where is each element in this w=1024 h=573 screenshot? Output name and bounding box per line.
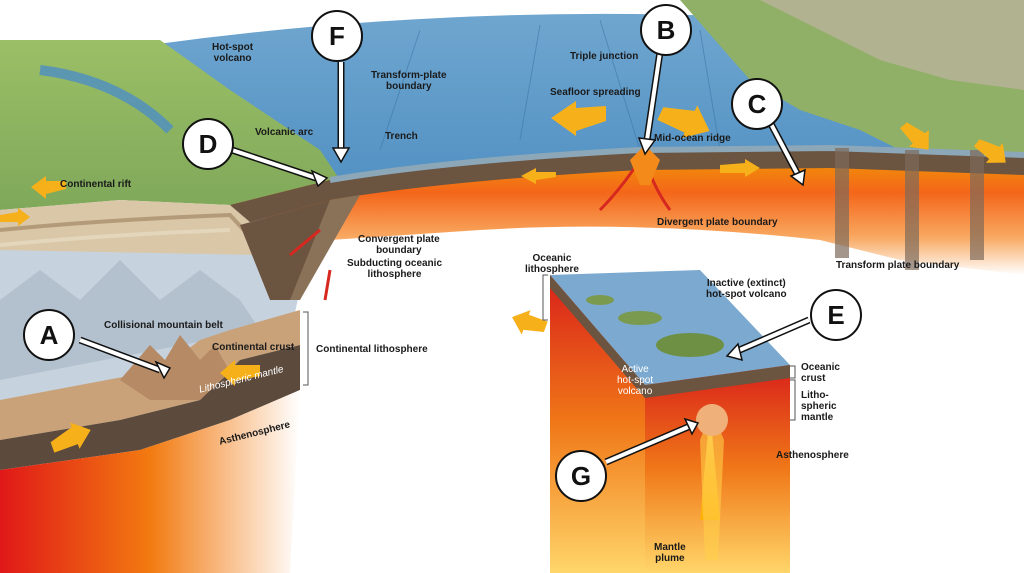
- marker-d: D: [182, 118, 234, 170]
- label-subducting-oceanic-lithosphere: Subducting oceanic lithosphere: [347, 258, 443, 280]
- label-convergent-plate-boundary: Convergent plate boundary: [358, 234, 440, 256]
- label-volcanic-arc: Volcanic arc: [255, 127, 314, 138]
- label-continental-rift: Continental rift: [60, 179, 132, 190]
- label-hotspot-volcano: Hot-spot volcano: [212, 42, 254, 64]
- label-inactive-hotspot-volcano: Inactive (extinct) hot-spot volcano: [706, 278, 787, 300]
- label-continental-crust: Continental crust: [212, 342, 295, 353]
- label-asthenosphere-right: Asthenosphere: [776, 450, 849, 461]
- marker-g: G: [555, 450, 607, 502]
- label-continental-lithosphere: Continental lithosphere: [316, 344, 428, 355]
- label-triple-junction: Triple junction: [570, 51, 639, 62]
- label-transform-plate-boundary: Transform plate boundary: [836, 260, 960, 271]
- label-mantle-plume: Mantle plume: [654, 542, 686, 564]
- marker-e: E: [810, 289, 862, 341]
- label-oceanic-lithosphere: Oceanic lithosphere: [525, 253, 579, 275]
- marker-f: F: [311, 10, 363, 62]
- label-oceanic-crust: Oceanic crust: [801, 362, 840, 384]
- label-active-hotspot-volcano: Active hot-spot volcano: [617, 364, 654, 397]
- label-trench: Trench: [385, 131, 418, 142]
- label-lithospheric-mantle-right: Litho- spheric mantle: [801, 390, 837, 423]
- marker-b: B: [640, 4, 692, 56]
- label-divergent-plate-boundary: Divergent plate boundary: [657, 217, 778, 228]
- label-collisional-mountain-belt: Collisional mountain belt: [104, 320, 223, 331]
- label-seafloor-spreading: Seafloor spreading: [550, 87, 641, 98]
- marker-c: C: [731, 78, 783, 130]
- label-mid-ocean-ridge: Mid-ocean ridge: [654, 133, 731, 144]
- label-transform-plate-boundary-top: Transform-plate boundary: [371, 70, 447, 92]
- marker-a: A: [23, 309, 75, 361]
- pointer-arrows: [78, 51, 811, 466]
